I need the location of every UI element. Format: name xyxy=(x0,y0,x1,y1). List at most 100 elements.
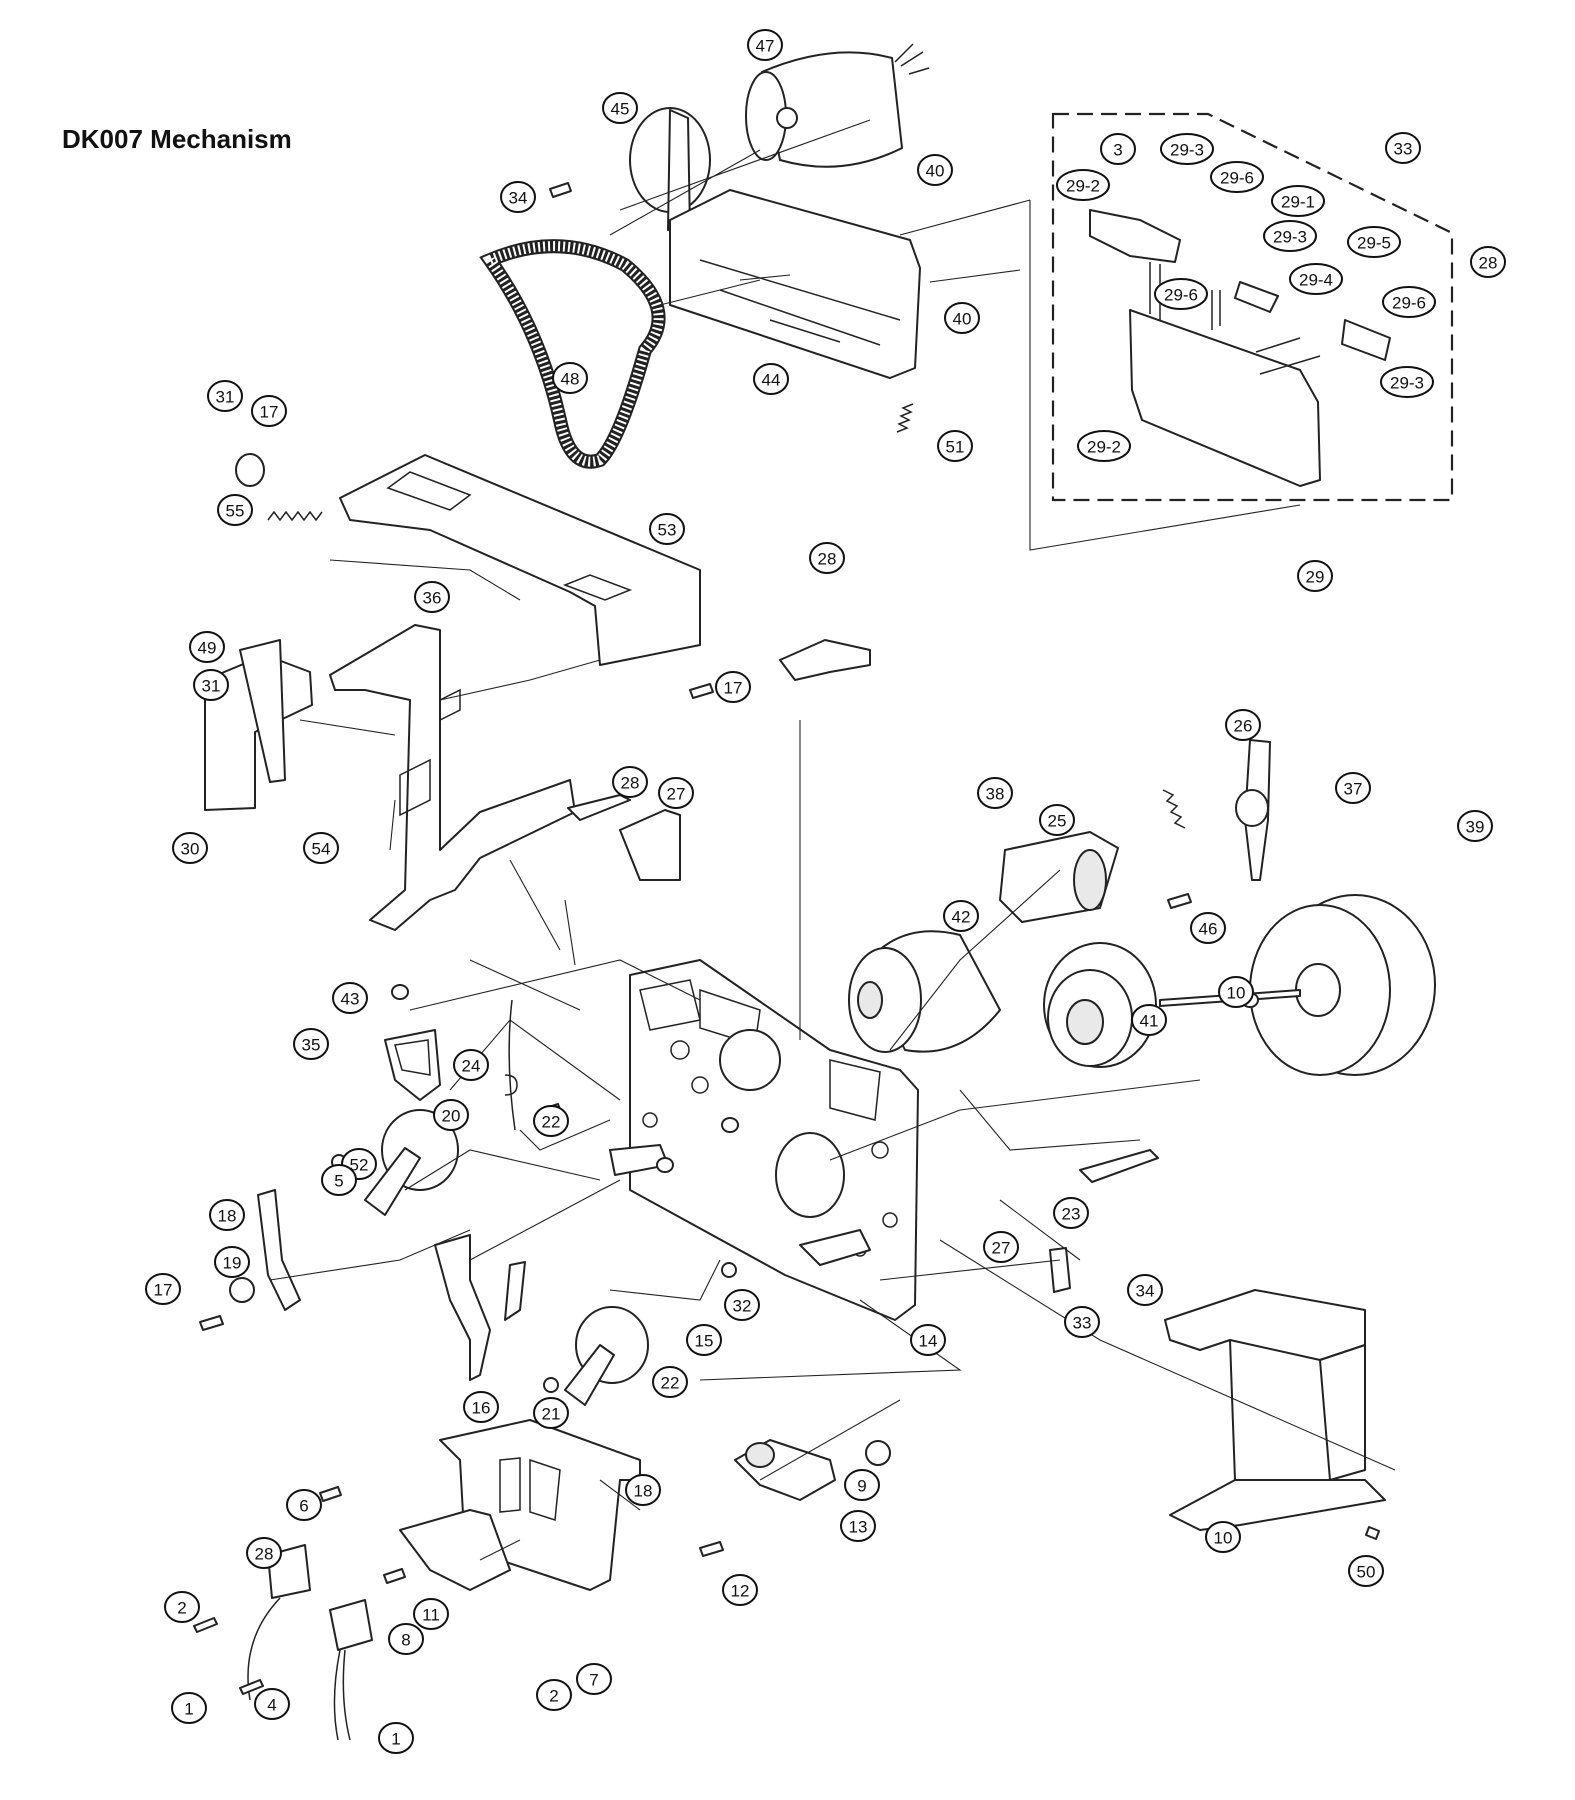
callout-29-6: 29-6 xyxy=(1154,278,1208,310)
callout-label: 24 xyxy=(462,1057,481,1076)
callout-circle xyxy=(753,363,789,395)
callout-circle xyxy=(722,1574,758,1606)
callout-circle xyxy=(1039,804,1075,836)
callout-16: 16 xyxy=(463,1391,499,1423)
callout-37: 37 xyxy=(1335,772,1371,804)
callout-21: 21 xyxy=(533,1397,569,1429)
callout-circle xyxy=(910,1324,946,1356)
callout-label: 38 xyxy=(986,785,1005,804)
callout-circle xyxy=(652,1366,688,1398)
callout-label: 29-3 xyxy=(1273,228,1307,247)
callout-10: 10 xyxy=(1205,1521,1241,1553)
callout-circle xyxy=(1271,185,1325,217)
callout-label: 5 xyxy=(334,1172,343,1191)
callout-circle xyxy=(251,395,287,427)
callout-circle xyxy=(612,766,648,798)
callout-circle xyxy=(533,1397,569,1429)
callout-27: 27 xyxy=(983,1231,1019,1263)
callout-30: 30 xyxy=(172,832,208,864)
callout-circle xyxy=(1210,161,1264,193)
callout-12: 12 xyxy=(722,1574,758,1606)
callout-circle xyxy=(433,1099,469,1131)
callout-circle xyxy=(1064,1306,1100,1338)
callout-44: 44 xyxy=(753,363,789,395)
callout-label: 43 xyxy=(341,990,360,1009)
callout-circle xyxy=(1382,286,1436,318)
callout-label: 37 xyxy=(1344,780,1363,799)
callout-label: 29-1 xyxy=(1281,193,1315,212)
callout-circle xyxy=(293,1028,329,1060)
callout-25: 25 xyxy=(1039,804,1075,836)
callout-circle xyxy=(1190,912,1226,944)
callout-label: 11 xyxy=(422,1606,440,1625)
callout-circle xyxy=(286,1489,322,1521)
callout-label: 25 xyxy=(1048,812,1067,831)
callout-circle xyxy=(1385,132,1421,164)
callout-label: 46 xyxy=(1199,920,1218,939)
callout-label: 29-6 xyxy=(1164,286,1198,305)
callout-label: 16 xyxy=(472,1399,491,1418)
callout-label: 29-6 xyxy=(1220,169,1254,188)
callout-label: 15 xyxy=(695,1332,714,1351)
callout-8: 8 xyxy=(388,1623,424,1655)
callout-circle xyxy=(602,92,638,124)
callout-36: 36 xyxy=(414,581,450,613)
callout-label: 1 xyxy=(184,1700,193,1719)
callout-label: 30 xyxy=(181,840,200,859)
callout-circle xyxy=(172,832,208,864)
callout-10: 10 xyxy=(1218,976,1254,1008)
callout-23: 23 xyxy=(1053,1197,1089,1229)
callout-circle xyxy=(977,777,1013,809)
diagram-title: DK007 Mechanism xyxy=(62,124,292,154)
bracket-50 xyxy=(1164,1289,1386,1531)
callout-label: 28 xyxy=(621,774,640,793)
callout-label: 29 xyxy=(1306,568,1325,587)
callout-53: 53 xyxy=(649,513,685,545)
callout-circle xyxy=(1100,133,1136,165)
callout-circle xyxy=(533,1105,569,1137)
callout-2: 2 xyxy=(164,1591,200,1623)
callout-label: 40 xyxy=(926,162,945,181)
callout-48: 48 xyxy=(552,362,588,394)
callout-label: 9 xyxy=(857,1477,866,1496)
flywheel-42 xyxy=(1159,894,1436,1076)
callout-label: 32 xyxy=(733,1297,752,1316)
callout-circle xyxy=(747,29,783,61)
callout-circle xyxy=(1297,560,1333,592)
callout-26: 26 xyxy=(1225,709,1261,741)
callout-35: 35 xyxy=(293,1028,329,1060)
callout-label: 20 xyxy=(442,1107,461,1126)
callout-circle xyxy=(388,1623,424,1655)
callout-circle xyxy=(1056,169,1110,201)
callout-label: 33 xyxy=(1394,140,1413,159)
callout-29-2: 29-2 xyxy=(1056,169,1110,201)
callout-circle xyxy=(625,1474,661,1506)
callout-circle xyxy=(943,900,979,932)
callout-28: 28 xyxy=(612,766,648,798)
callout-circle xyxy=(840,1510,876,1542)
callout-circle xyxy=(1131,1004,1167,1036)
callout-33: 33 xyxy=(1064,1306,1100,1338)
callout-label: 10 xyxy=(1227,984,1246,1003)
callout-label: 22 xyxy=(661,1374,680,1393)
callout-circle xyxy=(217,494,253,526)
callout-circle xyxy=(145,1273,181,1305)
callout-label: 10 xyxy=(1214,1529,1233,1548)
callout-33: 33 xyxy=(1385,132,1421,164)
callout-circle xyxy=(536,1679,572,1711)
callout-label: 29-2 xyxy=(1066,177,1100,196)
callout-29-6: 29-6 xyxy=(1210,161,1264,193)
callout-circle xyxy=(1053,1197,1089,1229)
callout-circle xyxy=(917,154,953,186)
callout-label: 55 xyxy=(226,502,245,521)
callout-label: 29-6 xyxy=(1392,294,1426,313)
callout-circle xyxy=(246,1537,282,1569)
callout-9: 9 xyxy=(844,1469,880,1501)
callout-circle xyxy=(1347,226,1401,258)
callout-45: 45 xyxy=(602,92,638,124)
callout-label: 7 xyxy=(589,1671,598,1690)
callout-label: 29-4 xyxy=(1299,271,1333,290)
callout-label: 1 xyxy=(391,1730,400,1749)
main-chassis xyxy=(609,959,919,1321)
